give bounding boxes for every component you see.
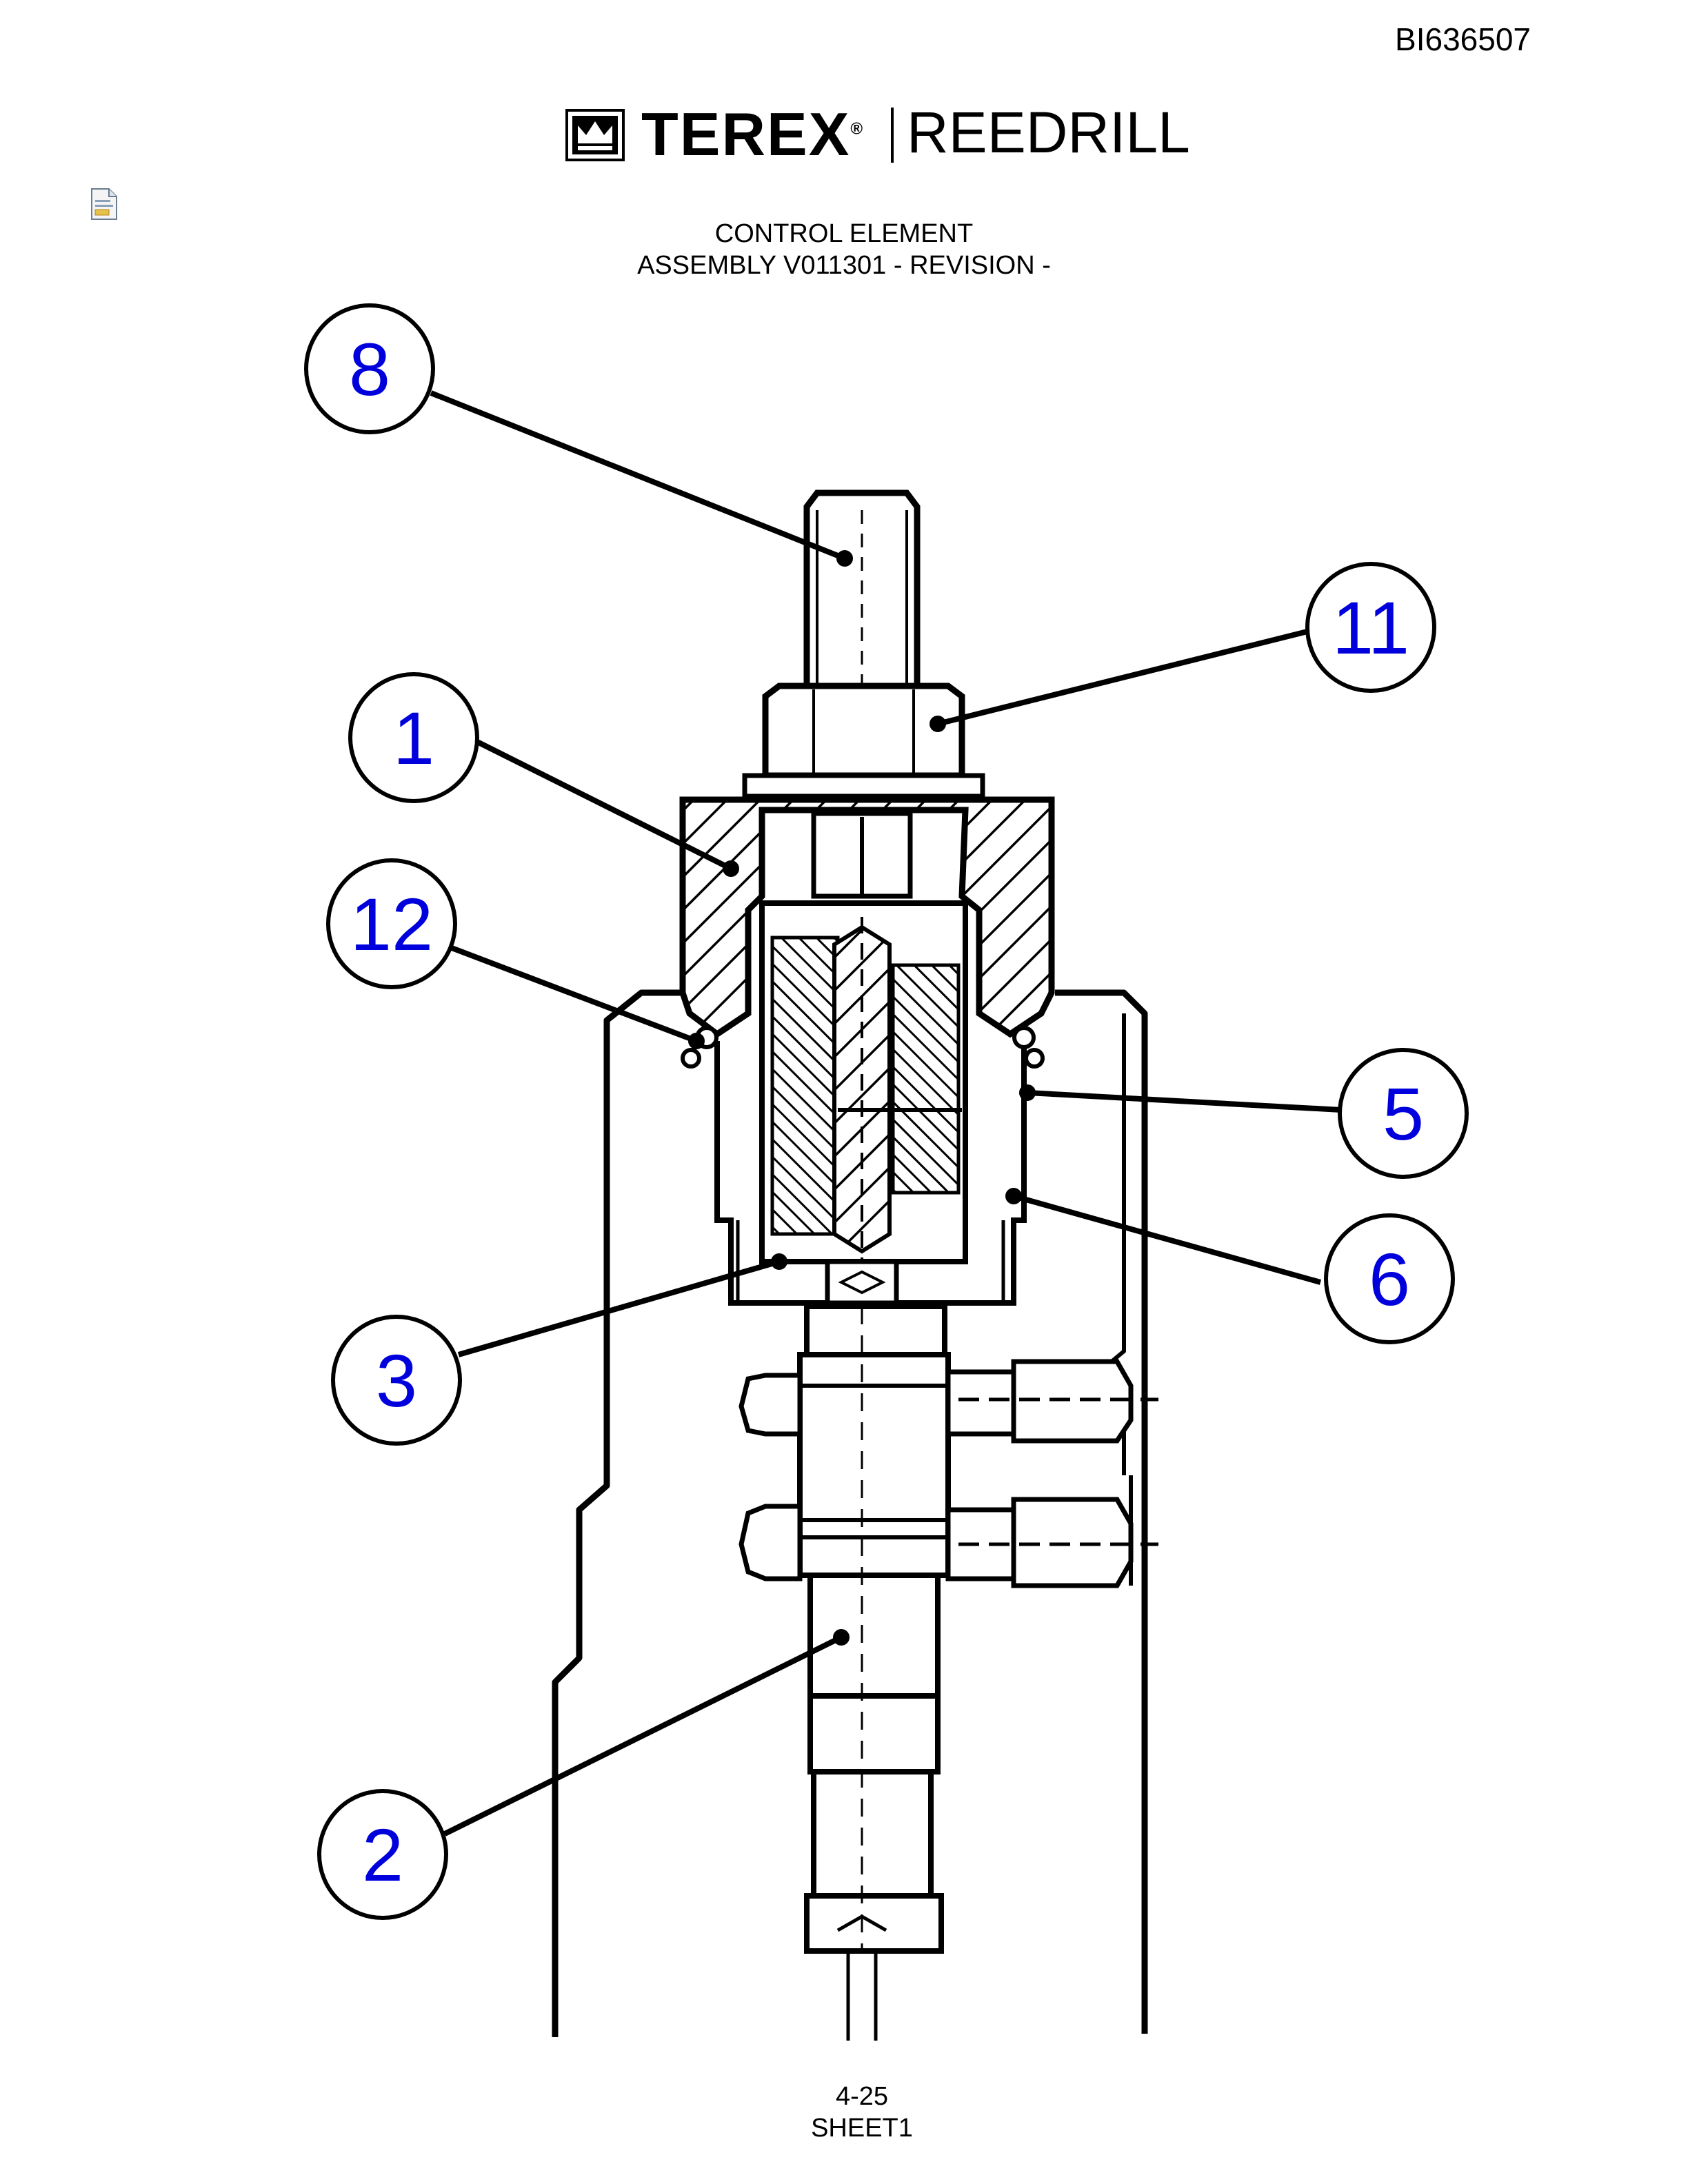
threaded-stud: [803, 489, 921, 693]
hex-nut: [742, 682, 985, 799]
callout-11: 11: [1305, 562, 1436, 693]
svg-text:3: 3: [376, 1339, 417, 1422]
page-footer: 4-25 SHEET1: [724, 2081, 1000, 2144]
cartridge-section: [759, 900, 968, 1268]
svg-text:8: 8: [349, 327, 390, 411]
crown-logo-icon: [565, 109, 625, 161]
document-id: BI636507: [1395, 21, 1531, 57]
callout-2: 2: [317, 1789, 448, 1920]
side-ports: [738, 1359, 1158, 1588]
callout-1: 1: [348, 672, 479, 803]
callout-3: 3: [331, 1315, 462, 1446]
leader-lines: [430, 390, 1342, 1837]
svg-text:5: 5: [1383, 1072, 1424, 1155]
brand-name: TEREX®: [641, 100, 865, 168]
title-line-2: ASSEMBLY V011301 - REVISION -: [637, 251, 1051, 280]
svg-text:2: 2: [362, 1813, 403, 1897]
callout-6: 6: [1324, 1213, 1455, 1344]
callout-balloons: 8 11 1 12 5 6 3 2: [304, 303, 1469, 1920]
brand-logo: TEREX® REEDRILL: [565, 100, 1200, 168]
svg-text:1: 1: [393, 696, 434, 780]
page-number: 4-25: [835, 2082, 889, 2111]
title-line-1: CONTROL ELEMENT: [714, 219, 974, 248]
svg-text:12: 12: [350, 882, 433, 966]
svg-text:11: 11: [1332, 586, 1409, 669]
brand-divider: [891, 108, 894, 163]
svg-text:6: 6: [1369, 1237, 1410, 1321]
brand-product: REEDRILL: [907, 100, 1190, 165]
callout-5: 5: [1338, 1048, 1469, 1179]
file-attachment-icon[interactable]: [90, 188, 119, 221]
callout-12: 12: [326, 858, 457, 989]
drawing-title: CONTROL ELEMENT ASSEMBLY V011301 - REVIS…: [499, 218, 1189, 281]
stem: [797, 1259, 951, 2041]
bonnet-section: [679, 796, 1055, 1038]
callout-8: 8: [304, 303, 435, 434]
sheet-label: SHEET1: [811, 2114, 913, 2143]
